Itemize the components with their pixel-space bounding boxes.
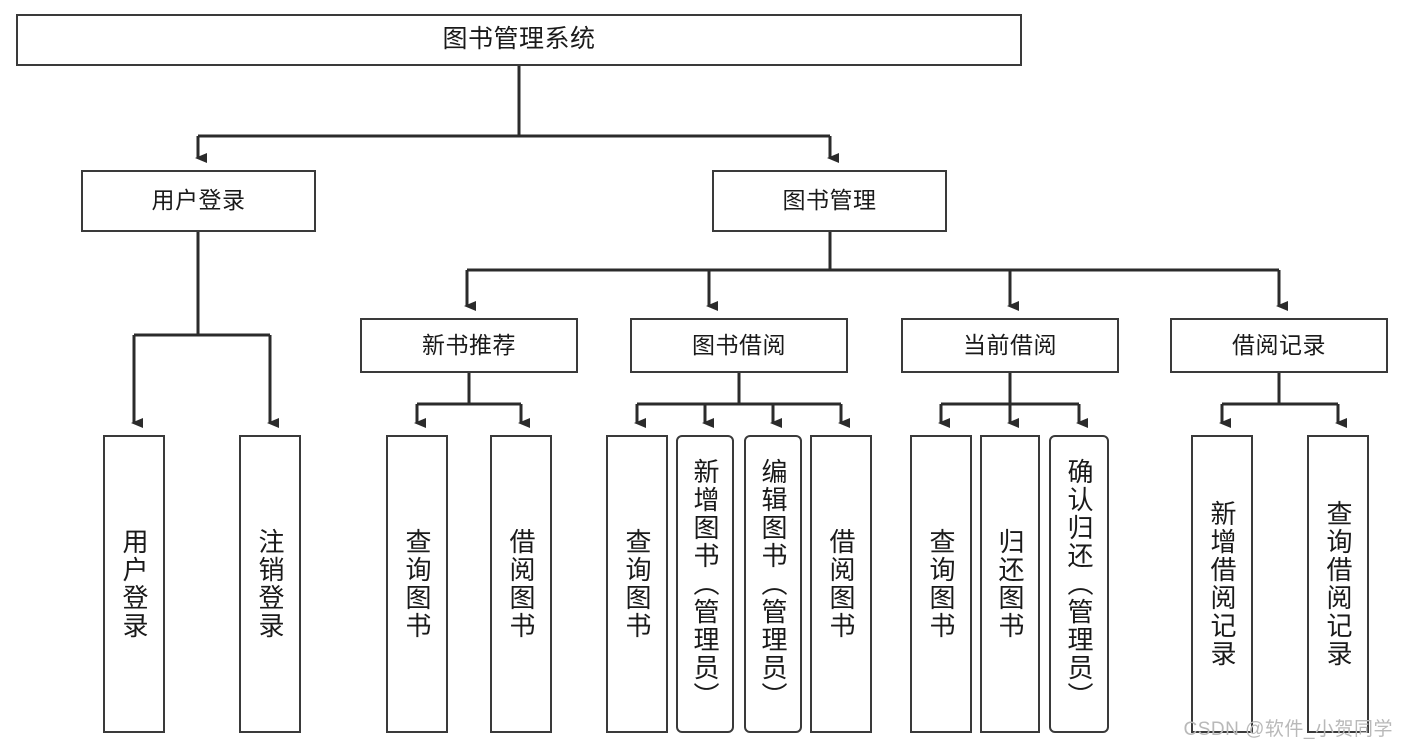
node-label: 注销登录	[255, 528, 285, 640]
node-current-borrow[interactable]: 当前借阅	[901, 318, 1119, 373]
leaf-confirm-return-admin[interactable]: 确认归还（管理员）	[1049, 435, 1109, 733]
node-borrow-record[interactable]: 借阅记录	[1170, 318, 1388, 373]
node-book-borrow[interactable]: 图书借阅	[630, 318, 848, 373]
leaf-add-book-admin[interactable]: 新增图书（管理员）	[676, 435, 734, 733]
node-label: 当前借阅	[963, 331, 1057, 358]
node-label: 查询图书	[926, 528, 956, 640]
leaf-query-book-recommend[interactable]: 查询图书	[386, 435, 448, 733]
node-label: 新增图书（管理员）	[690, 458, 720, 710]
node-label: 归还图书	[995, 528, 1025, 640]
node-label: 编辑图书（管理员）	[758, 458, 788, 710]
node-label: 确认归还（管理员）	[1064, 458, 1094, 710]
node-root-book-management-system[interactable]: 图书管理系统	[16, 14, 1022, 66]
csdn-watermark: CSDN @软件_小贺同学	[1183, 719, 1393, 740]
leaf-borrow-book-borrow[interactable]: 借阅图书	[810, 435, 872, 733]
leaf-user-login[interactable]: 用户登录	[103, 435, 165, 733]
node-label: 借阅记录	[1232, 331, 1326, 358]
node-label: 查询借阅记录	[1323, 500, 1353, 668]
node-label: 图书管理系统	[442, 25, 596, 54]
node-label: 新增借阅记录	[1207, 500, 1237, 668]
node-new-book-recommend[interactable]: 新书推荐	[360, 318, 578, 373]
leaf-edit-book-admin[interactable]: 编辑图书（管理员）	[744, 435, 802, 733]
leaf-user-logout[interactable]: 注销登录	[239, 435, 301, 733]
node-label: 查询图书	[622, 528, 652, 640]
node-label: 图书借阅	[692, 331, 786, 358]
node-label: 借阅图书	[826, 528, 856, 640]
node-label: 图书管理	[782, 187, 877, 214]
leaf-borrow-book-recommend[interactable]: 借阅图书	[490, 435, 552, 733]
node-label: 用户登录	[119, 528, 149, 640]
node-book-management[interactable]: 图书管理	[712, 170, 947, 232]
node-label: 借阅图书	[506, 528, 536, 640]
node-user-login[interactable]: 用户登录	[81, 170, 316, 232]
leaf-query-book-borrow[interactable]: 查询图书	[606, 435, 668, 733]
node-label: 新书推荐	[422, 331, 516, 358]
node-label: 用户登录	[151, 187, 246, 214]
leaf-query-book-current[interactable]: 查询图书	[910, 435, 972, 733]
leaf-query-borrow-record[interactable]: 查询借阅记录	[1307, 435, 1369, 733]
node-label: 查询图书	[402, 528, 432, 640]
leaf-add-borrow-record[interactable]: 新增借阅记录	[1191, 435, 1253, 733]
leaf-return-book[interactable]: 归还图书	[980, 435, 1040, 733]
